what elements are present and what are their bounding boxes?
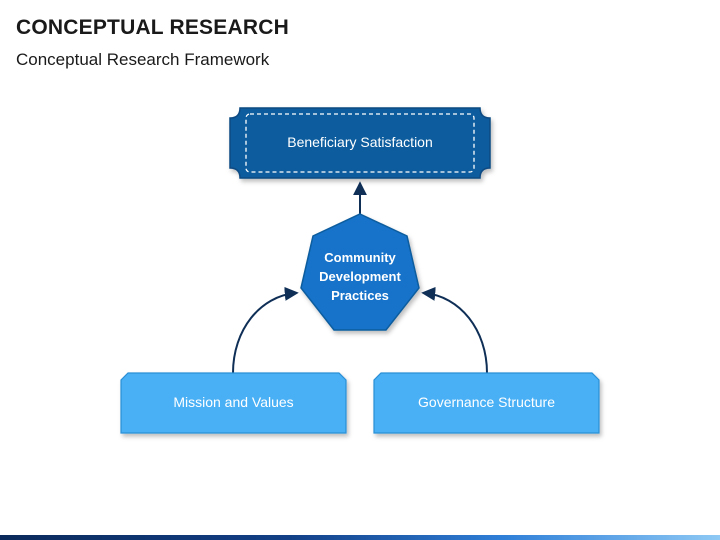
left-box bbox=[120, 372, 347, 434]
center-heptagon bbox=[300, 213, 420, 331]
right-box bbox=[373, 372, 600, 434]
arrow-left-to-center bbox=[232, 286, 299, 374]
footer-bar bbox=[0, 535, 720, 540]
top-box bbox=[229, 107, 491, 179]
node-community-development-practices: Community Development Practices bbox=[319, 250, 401, 303]
slide-subtitle: Conceptual Research Framework bbox=[16, 50, 270, 69]
node-beneficiary-satisfaction: Beneficiary Satisfaction bbox=[287, 134, 433, 150]
node-mission-and-values: Mission and Values bbox=[173, 394, 294, 410]
arrow-right-to-center bbox=[421, 286, 488, 374]
node-governance-structure: Governance Structure bbox=[418, 394, 555, 410]
slide-title: CONCEPTUAL RESEARCH bbox=[16, 16, 289, 39]
